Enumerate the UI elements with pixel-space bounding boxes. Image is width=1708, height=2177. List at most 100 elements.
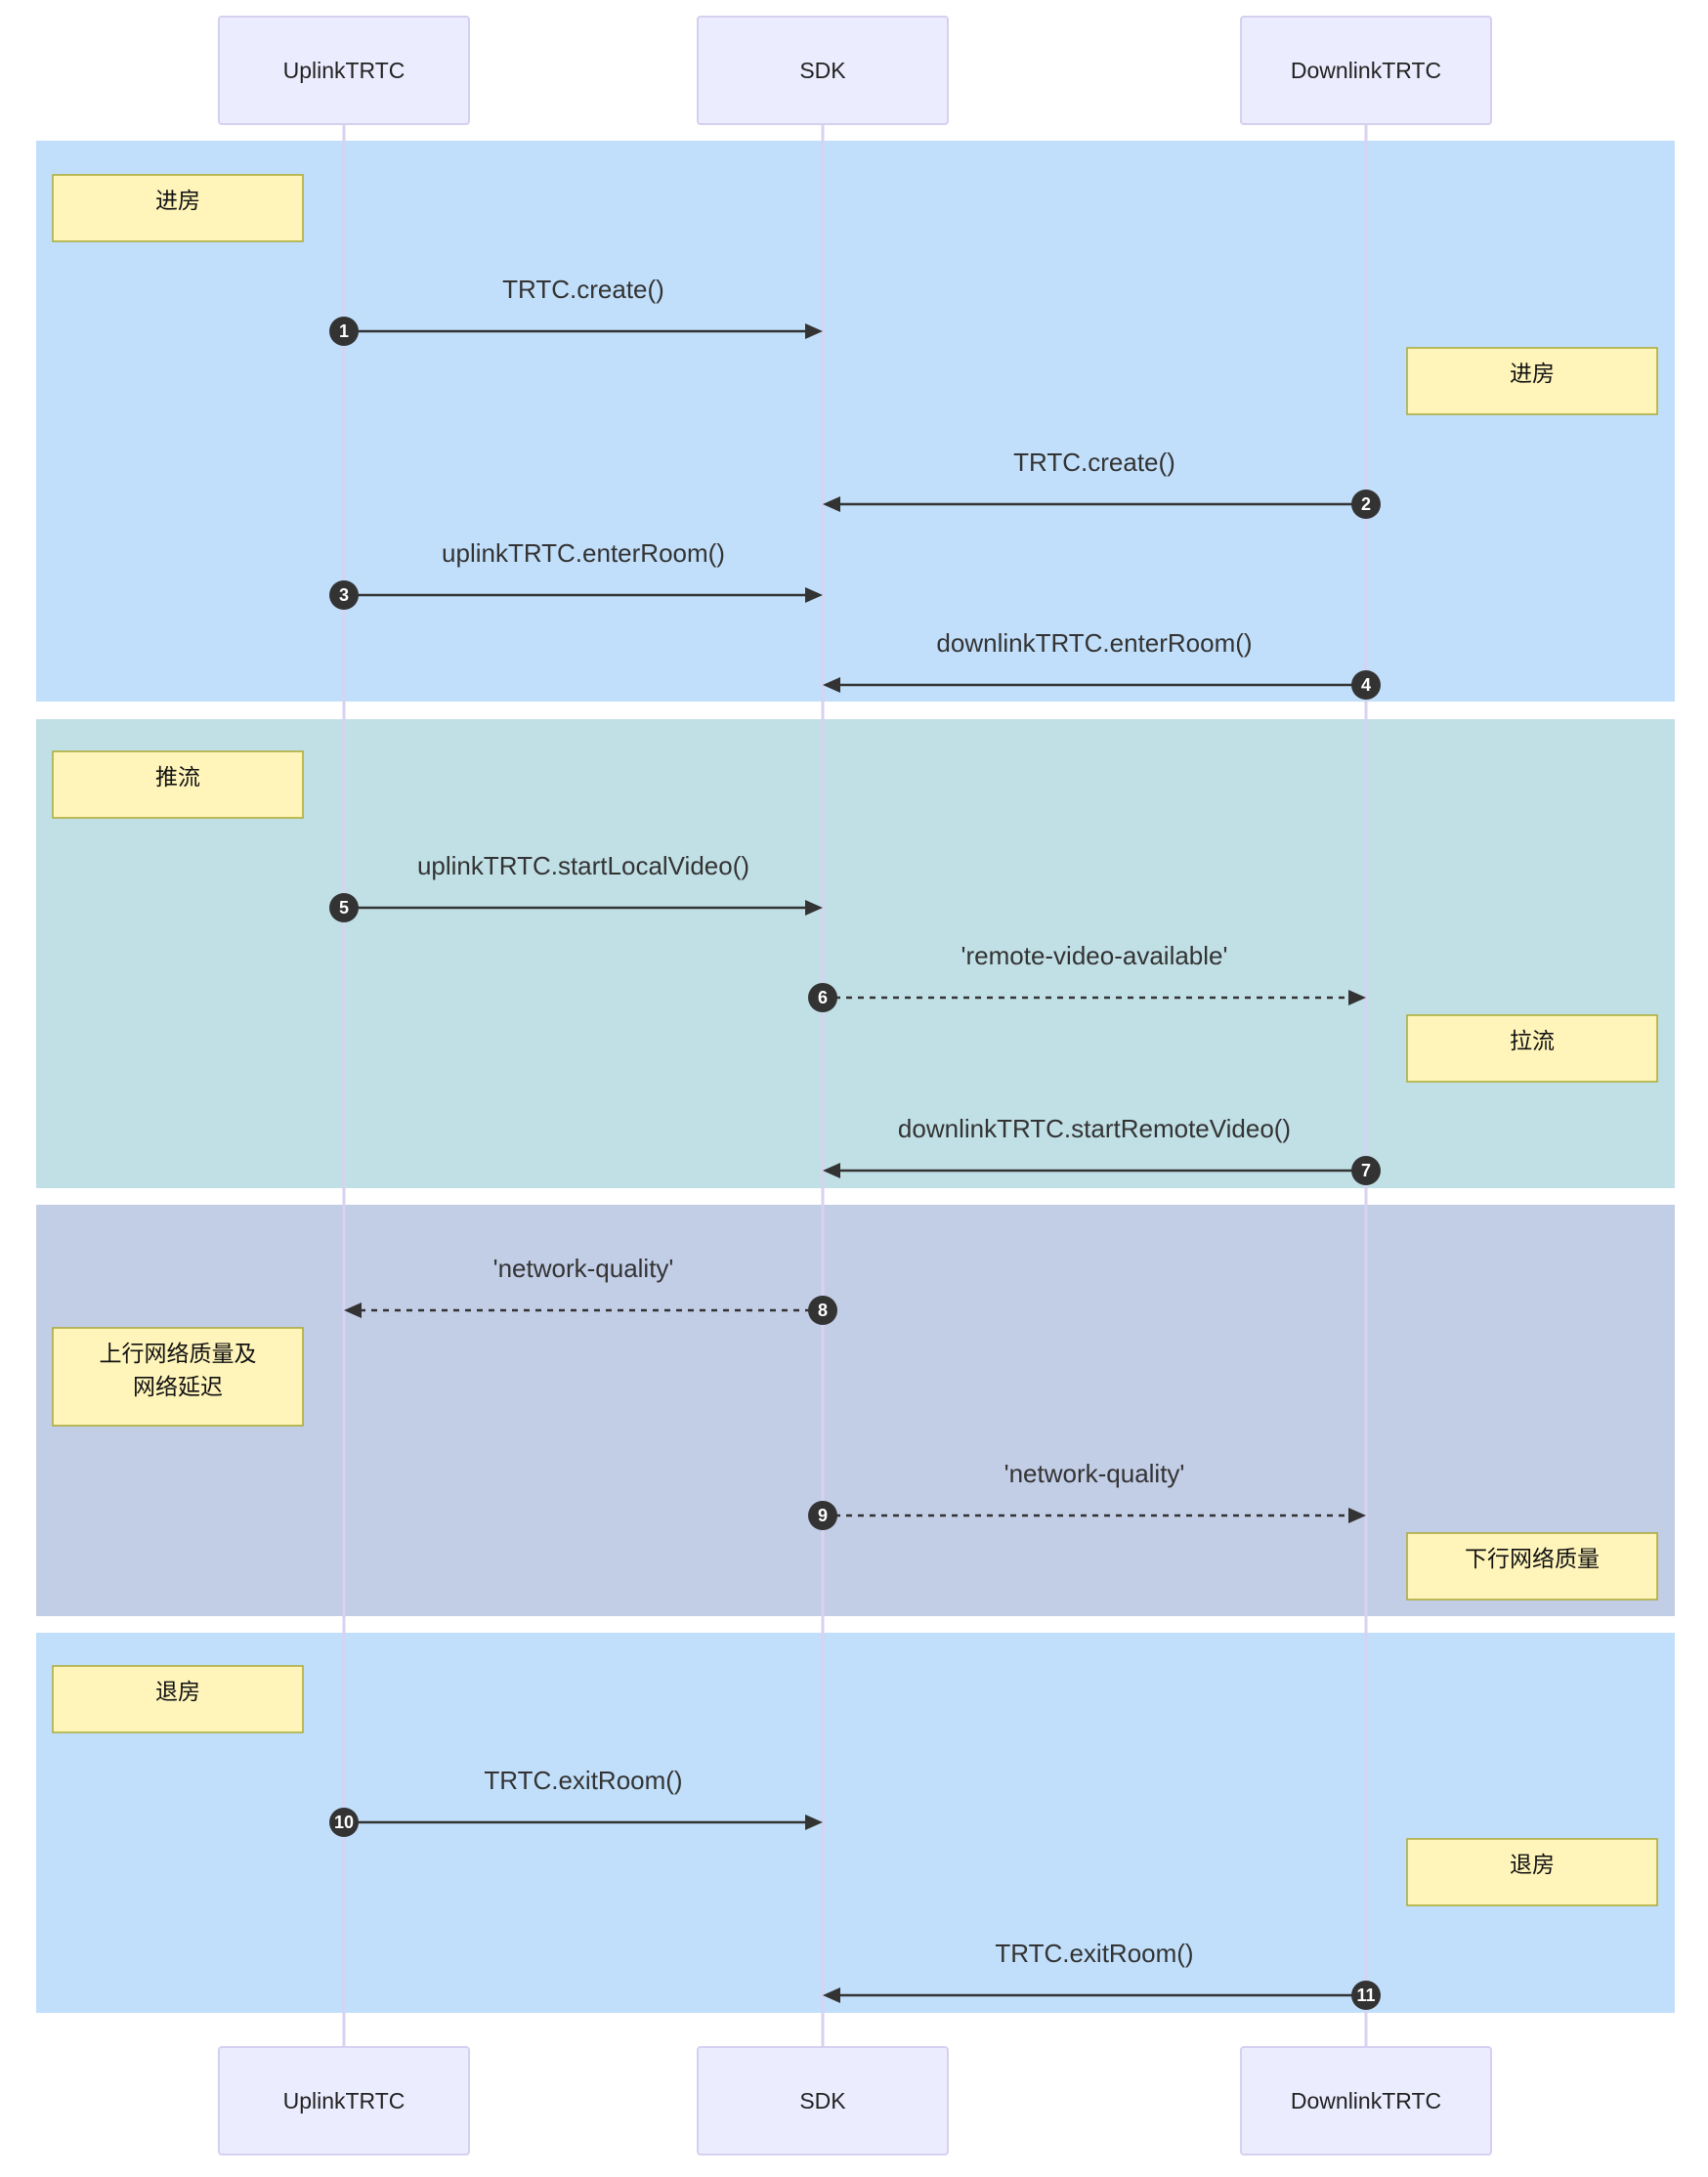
sequence-number: 10 bbox=[334, 1813, 354, 1832]
sequence-number-badge bbox=[1351, 670, 1381, 700]
note-text: 退房 bbox=[1510, 1853, 1555, 1878]
message-label: TRTC.create() bbox=[502, 275, 664, 304]
message-2: TRTC.create() 2 bbox=[823, 448, 1381, 519]
arrowhead-icon bbox=[823, 496, 840, 512]
note-box bbox=[1406, 347, 1658, 415]
sequence-number: 7 bbox=[1361, 1161, 1371, 1180]
note-text: 推流 bbox=[155, 765, 200, 790]
note-text: 退房 bbox=[155, 1680, 200, 1705]
message-1: TRTC.create() 1 bbox=[329, 275, 823, 346]
note-text: 上行网络质量及 bbox=[100, 1342, 257, 1367]
note-box bbox=[1406, 1014, 1658, 1083]
actor-box bbox=[697, 2046, 949, 2156]
actor-box bbox=[218, 16, 470, 125]
message-10: TRTC.exitRoom() 10 bbox=[329, 1766, 823, 1837]
actor-label: SDK bbox=[799, 2088, 846, 2113]
message-label: TRTC.exitRoom() bbox=[484, 1766, 682, 1795]
sequence-number-badge bbox=[329, 1808, 359, 1837]
section-network-quality bbox=[36, 1205, 1675, 1616]
message-label: uplinkTRTC.enterRoom() bbox=[442, 538, 725, 568]
message-9: 'network-quality'9 bbox=[808, 1459, 1366, 1530]
actor-box bbox=[218, 2046, 470, 2156]
arrowhead-icon bbox=[823, 677, 840, 693]
actor-label: DownlinkTRTC bbox=[1291, 58, 1441, 83]
sequence-number-badge bbox=[808, 1501, 837, 1530]
note-box bbox=[52, 1665, 304, 1733]
note-box bbox=[1406, 1838, 1658, 1906]
sequence-number-badge bbox=[1351, 490, 1381, 519]
note-box bbox=[52, 174, 304, 242]
actor-sdk-top: SDK bbox=[697, 16, 949, 125]
sequence-number: 4 bbox=[1361, 675, 1371, 695]
sequence-number-badge bbox=[1351, 1156, 1381, 1185]
message-label: uplinkTRTC.startLocalVideo() bbox=[417, 851, 749, 880]
actors-layer: UplinkTRTC UplinkTRTC SDK SDK DownlinkTRTC Do… bbox=[218, 16, 1492, 2156]
actor-label: SDK bbox=[799, 58, 846, 83]
message-label: 'network-quality' bbox=[493, 1254, 674, 1283]
sequence-number-badge bbox=[329, 580, 359, 610]
message-label: downlinkTRTC.startRemoteVideo() bbox=[898, 1114, 1291, 1143]
sequence-number-badge bbox=[1351, 1981, 1381, 2010]
actor-box bbox=[1240, 2046, 1492, 2156]
sequence-number-badge bbox=[329, 317, 359, 346]
arrowhead-icon bbox=[823, 1163, 840, 1178]
note-text: 网络延迟 bbox=[133, 1375, 223, 1400]
sequence-number: 2 bbox=[1361, 494, 1371, 514]
note-exit-downlink: 退房 bbox=[1406, 1838, 1658, 1906]
actor-sdk-bottom: SDK bbox=[697, 2046, 949, 2156]
actor-uplink-bottom: UplinkTRTC bbox=[218, 2046, 470, 2156]
sequence-number: 9 bbox=[818, 1506, 828, 1525]
note-text: 进房 bbox=[1510, 362, 1555, 387]
messages-layer: TRTC.create()1TRTC.create()2uplinkTRTC.e… bbox=[329, 275, 1381, 2010]
arrowhead-icon bbox=[823, 1987, 840, 2003]
message-11: TRTC.exitRoom() 11 bbox=[823, 1939, 1381, 2010]
section-exit-room bbox=[36, 1633, 1675, 2013]
lifelines-layer bbox=[342, 124, 1368, 2047]
message-label: TRTC.create() bbox=[1013, 448, 1175, 477]
note-downlink-quality: 下行网络质量 bbox=[1406, 1532, 1658, 1601]
message-5: uplinkTRTC.startLocalVideo() 5 bbox=[329, 851, 823, 922]
sequence-number: 11 bbox=[1356, 1985, 1375, 2005]
sequence-number-badge bbox=[329, 893, 359, 922]
note-text: 下行网络质量 bbox=[1465, 1547, 1600, 1572]
note-text: 进房 bbox=[155, 189, 200, 214]
note-box bbox=[1406, 1532, 1658, 1601]
note-pull: 拉流 bbox=[1406, 1014, 1658, 1083]
message-3: uplinkTRTC.enterRoom() 3 bbox=[329, 538, 823, 610]
note-box bbox=[52, 750, 304, 819]
message-7: downlinkTRTC.startRemoteVideo() 7 bbox=[823, 1114, 1381, 1185]
section-push-stream bbox=[36, 719, 1675, 1188]
sequence-number: 1 bbox=[339, 321, 349, 341]
sequence-number: 8 bbox=[818, 1301, 828, 1320]
actor-box bbox=[1240, 16, 1492, 125]
arrowhead-icon bbox=[1348, 1508, 1366, 1523]
note-exit-uplink: 退房 bbox=[52, 1665, 304, 1733]
message-label: TRTC.exitRoom() bbox=[995, 1939, 1193, 1968]
sections-layer bbox=[36, 141, 1675, 2013]
sequence-number: 5 bbox=[339, 898, 349, 918]
arrowhead-icon bbox=[805, 1814, 823, 1830]
arrowhead-icon bbox=[1348, 990, 1366, 1005]
note-enter-uplink: 进房 bbox=[52, 174, 304, 242]
message-4: downlinkTRTC.enterRoom() 4 bbox=[823, 628, 1381, 700]
arrowhead-icon bbox=[805, 587, 823, 603]
note-enter-downlink: 进房 bbox=[1406, 347, 1658, 415]
message-label: downlinkTRTC.enterRoom() bbox=[936, 628, 1252, 658]
actor-downlink-top: DownlinkTRTC bbox=[1240, 16, 1492, 125]
note-push: 推流 bbox=[52, 750, 304, 819]
message-8: 'network-quality' 8 bbox=[344, 1254, 837, 1325]
sequence-number-badge bbox=[808, 983, 837, 1012]
actor-label: DownlinkTRTC bbox=[1291, 2088, 1441, 2113]
note-text: 拉流 bbox=[1510, 1029, 1555, 1054]
note-box bbox=[52, 1327, 304, 1427]
arrowhead-icon bbox=[805, 900, 823, 916]
actor-uplink-top: UplinkTRTC bbox=[218, 16, 470, 125]
sequence-number: 3 bbox=[339, 585, 349, 605]
message-6: 'remote-video-available'6 bbox=[808, 941, 1366, 1012]
arrowhead-icon bbox=[344, 1302, 362, 1318]
actor-label: UplinkTRTC bbox=[283, 2088, 406, 2113]
section-enter-room bbox=[36, 141, 1675, 702]
